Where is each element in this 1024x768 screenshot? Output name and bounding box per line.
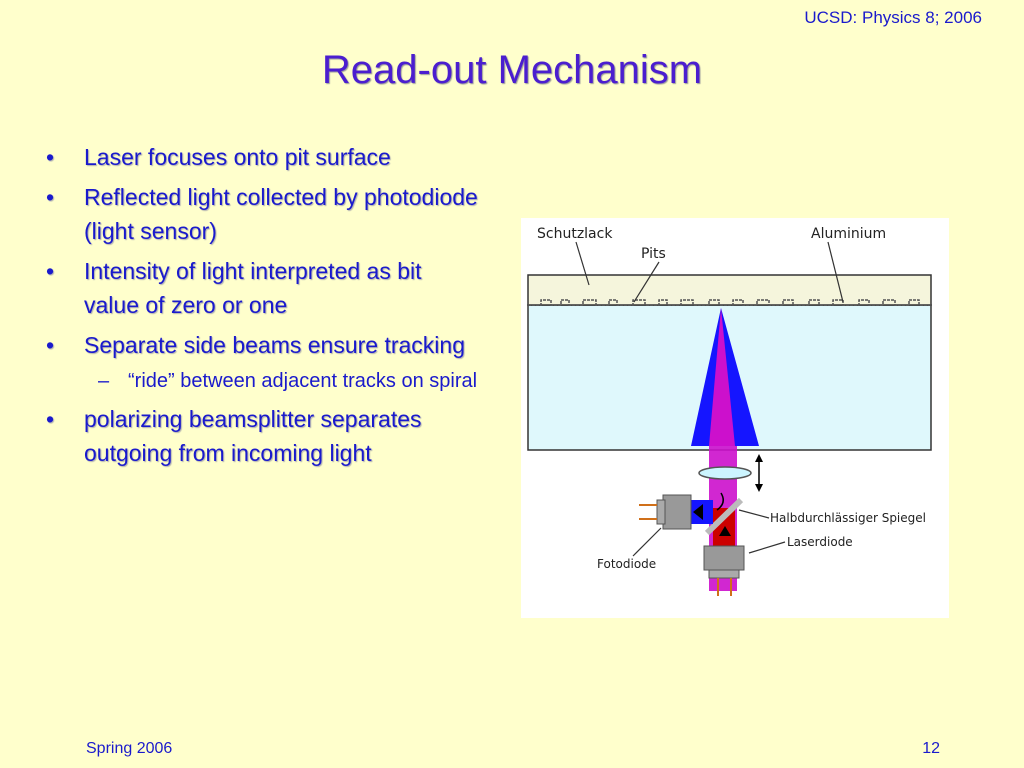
footer-date: Spring 2006 <box>86 740 173 757</box>
lens <box>698 466 752 480</box>
laser-arrow <box>719 526 731 536</box>
bullet-item: polarizing beamsplitter separates outgoi… <box>42 402 482 470</box>
label-laserdiode: Laserdiode <box>787 535 853 549</box>
focus-arrow-up <box>755 454 763 462</box>
label-schutzlack: Schutzlack <box>537 226 613 242</box>
slide-title: Read-out Mechanism <box>321 48 703 92</box>
label-pits: Pits <box>641 246 666 262</box>
pit-surface <box>528 299 931 306</box>
photodiode-cap <box>656 499 666 525</box>
bullet-list: Laser focuses onto pit surface Reflected… <box>42 140 482 476</box>
fotodiode-leader <box>632 527 662 557</box>
laserdiode-leader <box>748 541 786 554</box>
label-aluminium: Aluminium <box>811 226 886 242</box>
focus-arrow-down <box>755 484 763 492</box>
reflected-beam <box>709 308 735 446</box>
label-fotodiode: Fotodiode <box>597 557 656 571</box>
bullet-item: Separate side beams ensure tracking <box>42 328 482 362</box>
course-label: UCSD: Physics 8; 2006 <box>804 8 982 27</box>
pits-leader <box>633 261 660 303</box>
laserdiode-base <box>708 569 740 579</box>
reflect-path <box>716 492 724 511</box>
aluminium-leader <box>827 241 844 303</box>
photodiode-arrow <box>693 504 703 520</box>
bullet-item: Laser focuses onto pit surface <box>42 140 482 174</box>
bullet-item: Intensity of light interpreted as bit va… <box>42 254 482 322</box>
diagram-svg: Schutzlack Pits Aluminium Halbdurchlässi… <box>527 226 932 596</box>
label-half-mirror: Halbdurchlässiger Spiegel <box>770 511 926 525</box>
laserdiode-body <box>703 545 745 571</box>
schutzlack-leader <box>575 241 590 286</box>
bullet-item: Reflected light collected by photodiode … <box>42 180 482 248</box>
photodiode-body <box>662 494 692 530</box>
sub-bullet-item: “ride” between adjacent tracks on spiral <box>42 366 482 396</box>
half-mirror <box>704 497 744 536</box>
slide-number: 12 <box>922 740 940 757</box>
readout-diagram: Schutzlack Pits Aluminium Halbdurchlässi… <box>521 218 949 618</box>
mirror-leader <box>738 509 770 519</box>
